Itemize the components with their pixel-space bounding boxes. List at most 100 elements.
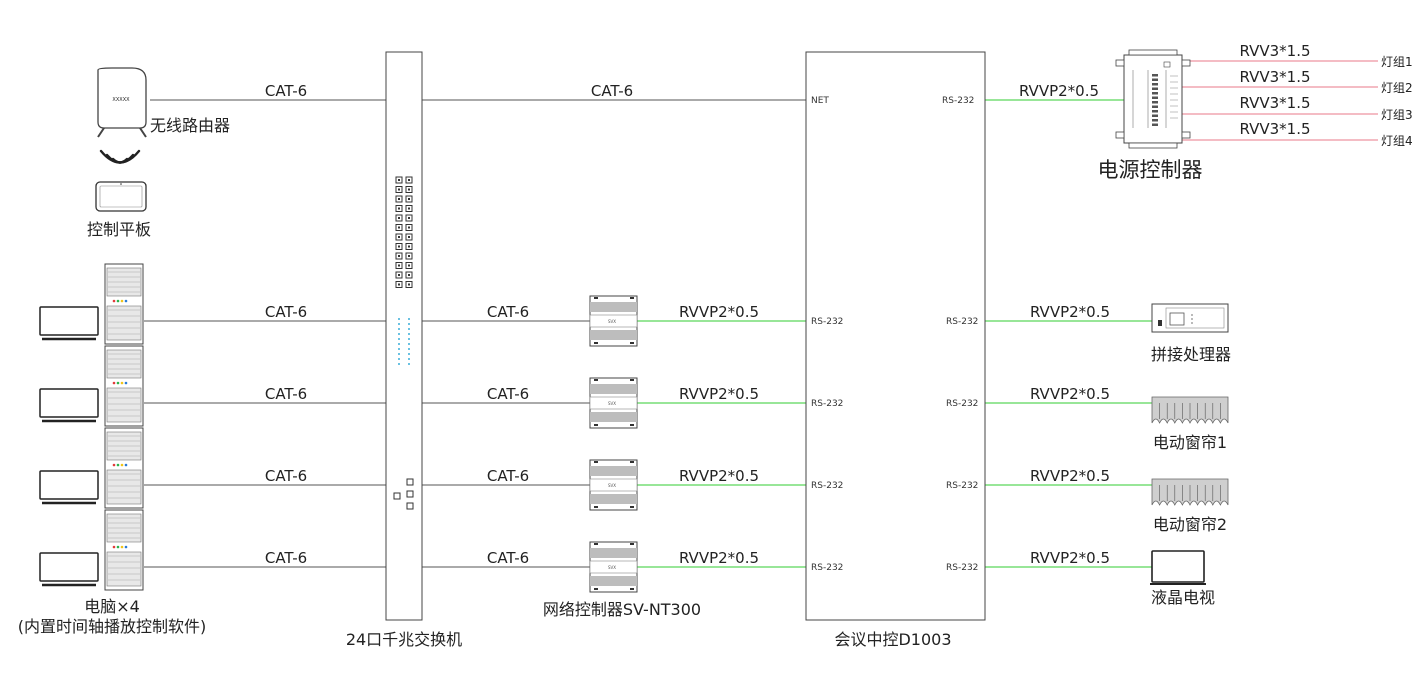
monitor-icon <box>39 552 99 582</box>
controller-band <box>590 576 637 586</box>
cable-label-nc1: CAT-6 <box>487 303 529 321</box>
switch-port-pin <box>408 188 410 191</box>
controller-terminal <box>594 342 598 344</box>
controller-terminal <box>630 424 634 426</box>
curtain-1 <box>1151 396 1229 424</box>
switch-port-pin <box>398 283 400 286</box>
network-controller-3: SVX <box>589 459 638 511</box>
network-switch <box>385 51 423 621</box>
switch-port-pin <box>408 283 410 286</box>
monitor-icon <box>39 306 99 336</box>
controller-band <box>590 548 637 558</box>
cable-label-rvvp-tv: RVVP2*0.5 <box>1030 549 1110 567</box>
switch-port-pin <box>408 245 410 248</box>
light-group-labels: 灯组1 灯组2 灯组3 灯组4 <box>1381 55 1413 148</box>
router-leg-left <box>97 127 105 138</box>
controller-brand-text: SVX <box>608 565 616 570</box>
controller-terminal <box>630 461 634 463</box>
central-rs232-out-1: RS-232 <box>946 317 978 327</box>
switch-port-pin <box>398 198 400 200</box>
status-led <box>116 299 120 303</box>
controller-band <box>590 384 637 394</box>
cable-label-pc4: CAT-6 <box>265 549 307 567</box>
power-terminals <box>1152 61 1178 126</box>
wifi-signal-icon <box>99 149 141 164</box>
tower-lower-panel <box>106 551 142 587</box>
serial-lines <box>637 99 1152 568</box>
cable-label-rvvp-nc3: RVVP2*0.5 <box>679 467 759 485</box>
controller-terminal <box>594 424 598 426</box>
status-led <box>124 381 128 385</box>
switch-port-pin <box>398 245 400 248</box>
controller-terminal <box>630 543 634 545</box>
status-led <box>120 463 124 467</box>
switch-port-pin <box>408 207 410 210</box>
terminal-pin <box>1152 87 1158 90</box>
central-rs232-in-3: RS-232 <box>811 481 843 491</box>
central-control-label: 会议中控D1003 <box>834 630 951 649</box>
tower-lower-panel <box>106 305 142 341</box>
status-led <box>120 381 124 385</box>
switch-port-pin <box>408 198 410 200</box>
controller-terminal <box>594 588 598 590</box>
status-led <box>124 545 128 549</box>
cable-label-pc2: CAT-6 <box>265 385 307 403</box>
switch-port-pin <box>398 264 400 267</box>
terminal-pin <box>1152 105 1158 108</box>
tablet-label: 控制平板 <box>87 220 151 239</box>
controller-face <box>589 396 638 410</box>
router-label: 无线路由器 <box>150 116 230 135</box>
computer-1 <box>39 263 144 345</box>
light-group-2: 灯组2 <box>1381 81 1413 95</box>
monitor-icon <box>39 388 99 418</box>
terminal-pin <box>1152 78 1158 81</box>
cable-label-rvvp-nc2: RVVP2*0.5 <box>679 385 759 403</box>
computers <box>39 263 144 591</box>
cable-label-rvv-4: RVV3*1.5 <box>1239 120 1310 138</box>
central-rs232-out-power: RS-232 <box>942 96 974 106</box>
status-led <box>112 463 116 467</box>
monitor-icon <box>39 470 99 500</box>
central-rs232-out-2: RS-232 <box>946 399 978 409</box>
central-net-port-label: NET <box>811 96 829 106</box>
network-controller-4: SVX <box>589 541 638 593</box>
switch-port-pin <box>408 255 410 257</box>
status-led <box>112 299 116 303</box>
splice-processor <box>1151 303 1229 333</box>
lcd-tv-icon <box>1150 550 1206 585</box>
switch-port-pin <box>408 264 410 267</box>
controller-band <box>590 494 637 504</box>
terminal-pin <box>1152 96 1158 99</box>
tower-lower-panel <box>106 387 142 423</box>
switch-port-grid <box>395 176 413 288</box>
cable-label-pc1: CAT-6 <box>265 303 307 321</box>
controller-band <box>590 330 637 340</box>
switch-uplink-ports <box>393 478 414 510</box>
controller-terminal <box>630 588 634 590</box>
terminal-pin <box>1152 92 1158 95</box>
terminal-pin <box>1152 110 1158 113</box>
router-leg-right <box>139 127 147 138</box>
ethernet-lines <box>144 99 806 568</box>
controller-band <box>590 302 637 312</box>
computer-3 <box>39 427 144 509</box>
cable-label-rvvp-curtain1: RVVP2*0.5 <box>1030 385 1110 403</box>
switch-port-pin <box>398 217 400 219</box>
terminal-pin <box>1152 123 1158 126</box>
cable-labels: CAT-6 CAT-6 CAT-6 CAT-6 CAT-6 CAT-6 CAT-… <box>265 42 1311 567</box>
status-led <box>112 381 116 385</box>
switch-port-pin <box>398 207 400 210</box>
status-led <box>116 545 120 549</box>
switch-port-pin <box>398 274 400 276</box>
computer-4 <box>39 509 144 591</box>
controller-face <box>589 314 638 328</box>
curtain2-label: 电动窗帘2 <box>1153 515 1227 534</box>
controller-terminal <box>630 506 634 508</box>
controller-terminal <box>630 379 634 381</box>
switch-port-pin <box>398 226 400 229</box>
network-controller-label: 网络控制器SV-NT300 <box>543 600 701 619</box>
switch-label: 24口千兆交换机 <box>346 630 462 649</box>
controller-terminal <box>630 342 634 344</box>
